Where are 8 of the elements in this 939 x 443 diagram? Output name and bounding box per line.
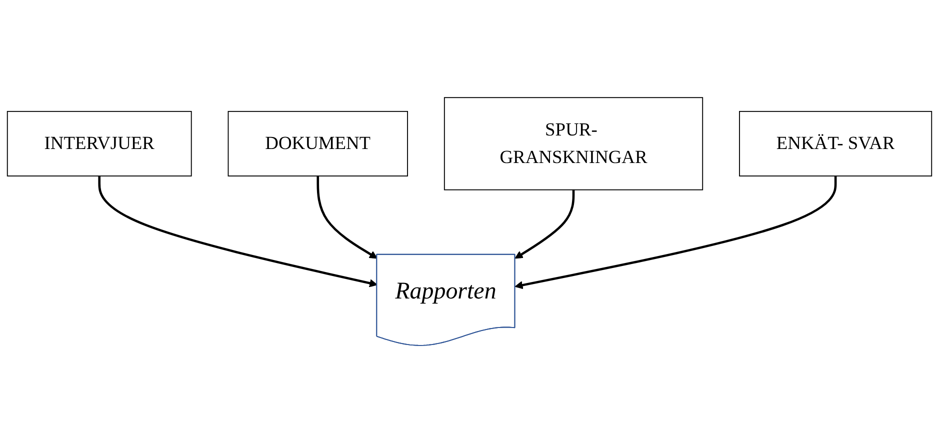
arrow	[316, 176, 378, 259]
node-box: INTERVJUER	[6, 110, 192, 176]
arrow	[514, 176, 837, 290]
arrow	[514, 190, 575, 259]
node-box: DOKUMENT	[228, 110, 408, 176]
node-box: ENKÄT- SVAR	[739, 110, 932, 176]
arrow	[98, 176, 378, 288]
node-box: SPUR- GRANSKNINGAR	[444, 97, 704, 190]
